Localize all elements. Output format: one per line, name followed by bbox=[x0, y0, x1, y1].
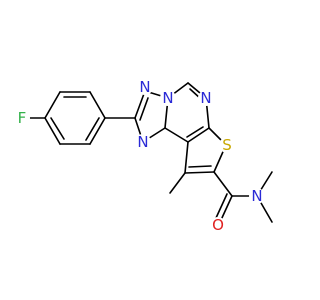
fluorine-atom: F bbox=[14, 109, 30, 127]
bond bbox=[85, 117, 100, 141]
bond bbox=[89, 117, 106, 145]
triazole-n4-atom: N bbox=[135, 133, 151, 151]
bonds bbox=[29, 82, 273, 223]
bond bbox=[164, 127, 189, 143]
bond bbox=[169, 172, 186, 194]
amide-n-label: N bbox=[251, 187, 262, 205]
bond bbox=[186, 126, 204, 138]
bond bbox=[184, 141, 189, 174]
bond bbox=[44, 117, 61, 145]
bond bbox=[89, 91, 106, 119]
oxygen-atom: O bbox=[210, 216, 226, 234]
triazole-n2-label: N bbox=[162, 89, 173, 107]
fluorine-label: F bbox=[18, 109, 27, 127]
triazole-n2-atom: N bbox=[160, 89, 176, 107]
triazole-n4-label: N bbox=[137, 133, 148, 151]
bond bbox=[213, 171, 233, 197]
bond bbox=[220, 195, 233, 221]
atom-labels: F N N N N S O N bbox=[14, 78, 265, 234]
molecule-structure: F N N N N S O N bbox=[14, 78, 273, 234]
oxygen-label: O bbox=[212, 216, 224, 234]
bond bbox=[215, 193, 228, 219]
bond bbox=[44, 91, 61, 119]
triazole-n1-atom: N bbox=[137, 78, 153, 96]
pyrimidine-n-atom: N bbox=[198, 89, 214, 107]
bond bbox=[134, 90, 146, 119]
bond bbox=[139, 97, 149, 121]
bond bbox=[187, 127, 210, 143]
sulfur-label: S bbox=[222, 136, 232, 154]
sulfur-atom: S bbox=[219, 136, 235, 154]
bond bbox=[50, 117, 65, 140]
triazole-n1-label: N bbox=[139, 78, 150, 96]
amide-n-atom: N bbox=[249, 187, 265, 205]
bond bbox=[184, 171, 215, 174]
bond bbox=[188, 165, 212, 168]
pyrimidine-n-label: N bbox=[200, 89, 211, 107]
